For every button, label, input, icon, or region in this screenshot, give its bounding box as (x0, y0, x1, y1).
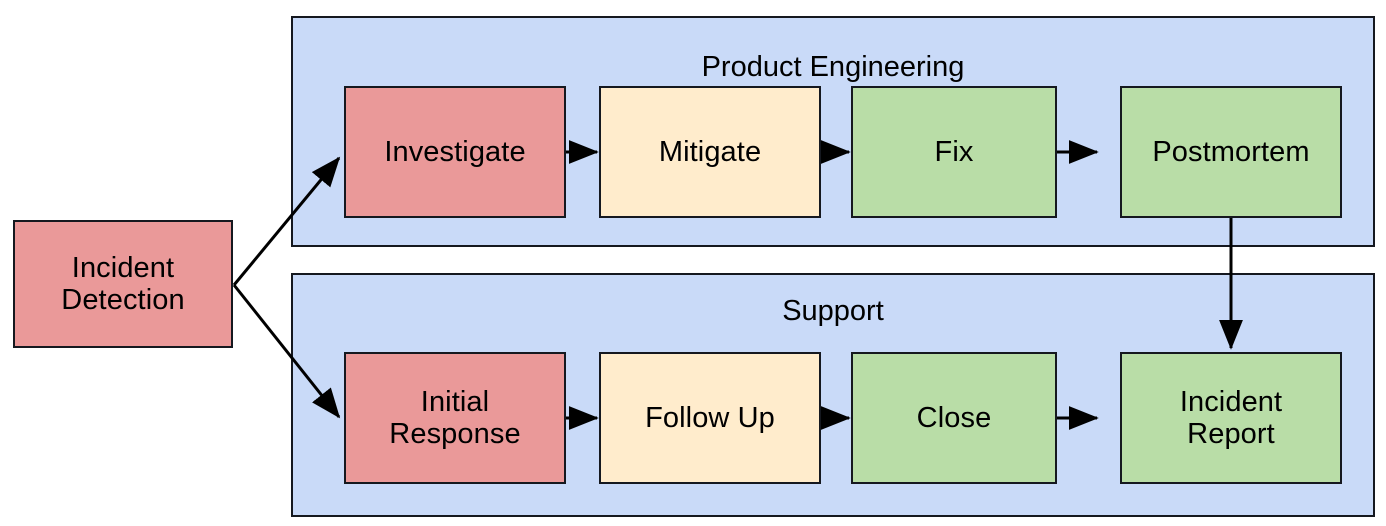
swimlane-title-support: Support (782, 295, 884, 327)
node-initial-response[interactable]: Initial Response (344, 352, 566, 484)
node-postmortem[interactable]: Postmortem (1120, 86, 1342, 218)
swimlane-title-product-engineering: Product Engineering (701, 51, 965, 83)
node-fix-label: Fix (934, 135, 974, 168)
node-close[interactable]: Close (851, 352, 1057, 484)
node-initial-response-label-line2: Response (389, 418, 521, 450)
node-initial-response-label-line1: Initial (420, 385, 490, 418)
node-mitigate-label: Mitigate (658, 135, 762, 168)
node-investigate-label: Investigate (384, 135, 526, 168)
node-incident-report-label-line1: Incident (1179, 385, 1283, 418)
node-mitigate[interactable]: Mitigate (599, 86, 821, 218)
node-incident-detection-label-line1: Incident (71, 251, 175, 284)
node-investigate[interactable]: Investigate (344, 86, 566, 218)
node-postmortem-label: Postmortem (1152, 135, 1310, 168)
node-follow-up[interactable]: Follow Up (599, 352, 821, 484)
node-follow-up-label: Follow Up (645, 401, 775, 434)
node-fix[interactable]: Fix (851, 86, 1057, 218)
node-close-label: Close (916, 401, 992, 434)
node-incident-report[interactable]: Incident Report (1120, 352, 1342, 484)
node-incident-detection[interactable]: Incident Detection (13, 220, 233, 348)
node-incident-report-label-line2: Report (1187, 418, 1275, 450)
node-incident-detection-label-line2: Detection (61, 284, 185, 316)
